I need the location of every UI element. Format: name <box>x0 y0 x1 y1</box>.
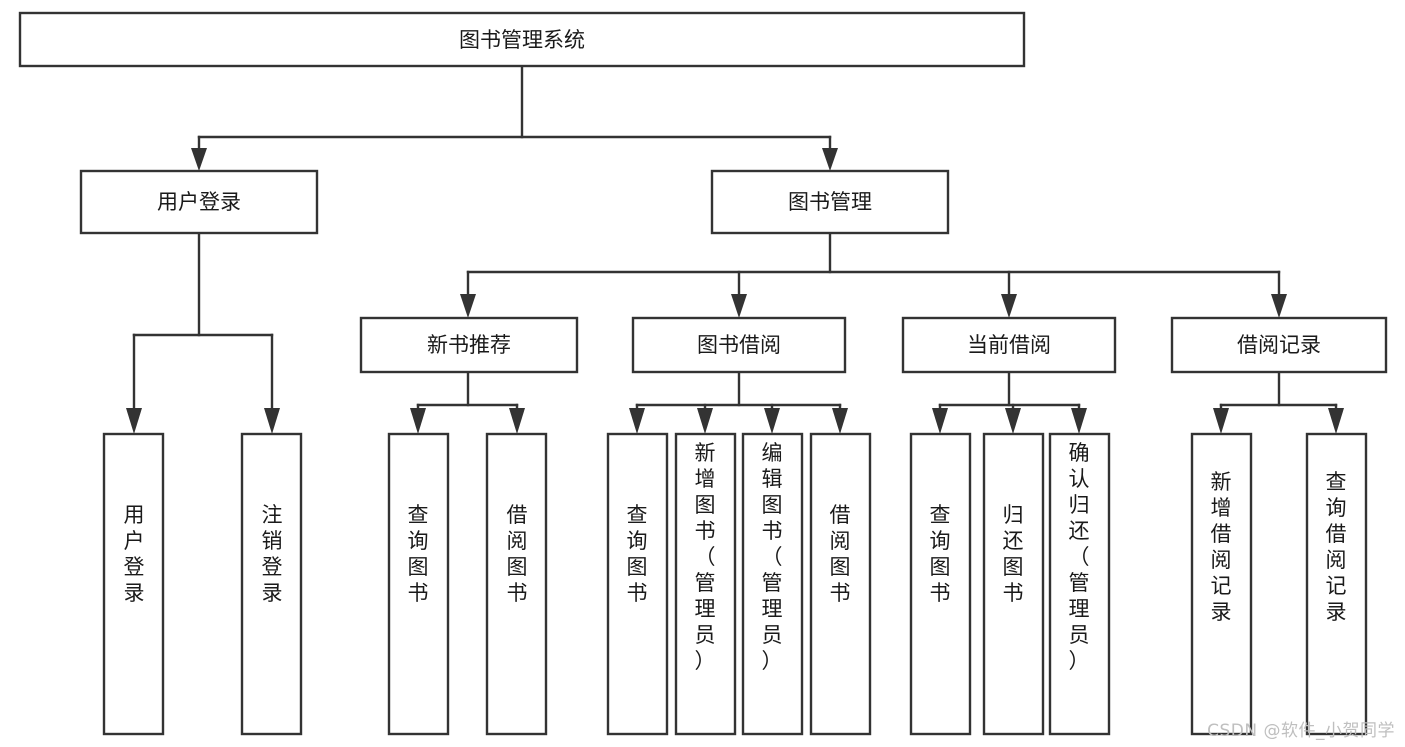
node-leaf-edit-book-admin-box <box>741 432 804 736</box>
node-borrow-record-box <box>1170 316 1388 374</box>
connector-layer <box>126 64 1344 434</box>
node-current-borrow-label: 当前借阅 <box>967 333 1051 357</box>
node-leaf-edit-book-admin[interactable]: 编辑图书（管理员） <box>741 432 804 736</box>
node-current-borrow-box <box>901 316 1117 374</box>
node-leaf-user-login-box <box>102 432 165 736</box>
arrowhead-borrowrecord-leaf2 <box>1328 408 1344 434</box>
arrowhead-bookborrow-leaf1 <box>629 408 645 434</box>
node-leaf-add-borrow-record-box <box>1190 432 1253 736</box>
arrowhead-root-to-user-login <box>191 148 207 171</box>
node-leaf-borrow-book-label: 借阅图书 <box>830 503 851 605</box>
node-root-label: 图书管理系统 <box>459 28 585 52</box>
node-book-manage-box <box>710 169 950 235</box>
node-leaf-borrow-book-rec-box <box>485 432 548 736</box>
node-leaf-return-book-box <box>982 432 1045 736</box>
node-leaf-query-borrow-record[interactable]: 查询借阅记录 <box>1305 432 1368 736</box>
arrowhead-bm-currentborrow <box>1001 294 1017 318</box>
node-borrow-record-label: 借阅记录 <box>1237 333 1321 357</box>
node-leaf-query-book-cur-label: 查询图书 <box>930 503 951 605</box>
node-leaf-query-book-rec-label: 查询图书 <box>408 503 429 605</box>
node-leaf-query-book-borrow[interactable]: 查询图书 <box>606 432 669 736</box>
node-leaf-query-book-rec[interactable]: 查询图书 <box>387 432 450 736</box>
arrowhead-newbook-leaf2 <box>509 408 525 434</box>
node-leaf-logout-label: 注销登录 <box>262 503 283 605</box>
node-leaf-confirm-return-admin-box <box>1048 432 1111 736</box>
node-leaf-confirm-return-admin[interactable]: 确认归还（管理员） <box>1048 432 1111 736</box>
arrowhead-bm-borrowrecord <box>1271 294 1287 318</box>
node-borrow-record[interactable]: 借阅记录 <box>1170 316 1388 374</box>
arrowhead-user-login-leaf2 <box>264 408 280 434</box>
node-leaf-query-borrow-record-box <box>1305 432 1368 736</box>
node-book-borrow[interactable]: 图书借阅 <box>631 316 847 374</box>
node-leaf-return-book[interactable]: 归还图书 <box>982 432 1045 736</box>
node-leaf-add-borrow-record-label: 新增借阅记录 <box>1211 470 1232 624</box>
node-book-borrow-box <box>631 316 847 374</box>
node-leaf-user-login-label: 用户登录 <box>124 503 145 605</box>
node-new-book-recommend[interactable]: 新书推荐 <box>359 316 579 374</box>
node-leaf-query-book-rec-box <box>387 432 450 736</box>
node-user-login[interactable]: 用户登录 <box>79 169 319 235</box>
arrowhead-currentborrow-leaf3 <box>1071 408 1087 434</box>
node-leaf-query-borrow-record-label: 查询借阅记录 <box>1326 470 1347 624</box>
node-new-book-recommend-box <box>359 316 579 374</box>
node-leaf-borrow-book-rec-label: 借阅图书 <box>507 503 528 605</box>
csdn-watermark: CSDN @软件_小贺同学 <box>1207 721 1395 741</box>
arrowhead-borrowrecord-leaf1 <box>1213 408 1229 434</box>
node-leaf-confirm-return-admin-label: 确认归还（管理员） <box>1069 441 1090 673</box>
node-leaf-add-book-admin-label: 新增图书（管理员） <box>695 441 716 673</box>
arrowhead-root-to-book-manage <box>822 148 838 171</box>
node-leaf-logout-box <box>240 432 303 736</box>
arrowhead-bm-bookborrow <box>731 294 747 318</box>
arrowhead-currentborrow-leaf1 <box>932 408 948 434</box>
arrowhead-user-login-leaf1 <box>126 408 142 434</box>
arrowhead-currentborrow-leaf2 <box>1005 408 1021 434</box>
node-leaf-query-book-cur[interactable]: 查询图书 <box>909 432 972 736</box>
node-leaf-return-book-label: 归还图书 <box>1003 503 1024 605</box>
arrowhead-newbook-leaf1 <box>410 408 426 434</box>
node-current-borrow[interactable]: 当前借阅 <box>901 316 1117 374</box>
node-leaf-add-book-admin[interactable]: 新增图书（管理员） <box>674 432 737 736</box>
node-leaf-logout[interactable]: 注销登录 <box>240 432 303 736</box>
node-leaf-user-login[interactable]: 用户登录 <box>102 432 165 736</box>
node-leaf-edit-book-admin-label: 编辑图书（管理员） <box>762 441 783 673</box>
arrowhead-bookborrow-leaf3 <box>764 408 780 434</box>
node-root[interactable]: 图书管理系统 <box>18 11 1026 68</box>
node-leaf-borrow-book-box <box>809 432 872 736</box>
arrowhead-bm-newbook <box>460 294 476 318</box>
node-book-manage-label: 图书管理 <box>788 190 872 214</box>
node-book-borrow-label: 图书借阅 <box>697 333 781 357</box>
node-leaf-add-book-admin-box <box>674 432 737 736</box>
node-leaf-borrow-book[interactable]: 借阅图书 <box>809 432 872 736</box>
node-user-login-box <box>79 169 319 235</box>
node-root-box <box>18 11 1026 68</box>
node-leaf-query-book-cur-box <box>909 432 972 736</box>
node-leaf-query-book-borrow-box <box>606 432 669 736</box>
arrowhead-bookborrow-leaf2 <box>697 408 713 434</box>
node-leaf-borrow-book-rec[interactable]: 借阅图书 <box>485 432 548 736</box>
arrowhead-bookborrow-leaf4 <box>832 408 848 434</box>
node-book-manage[interactable]: 图书管理 <box>710 169 950 235</box>
node-leaf-query-book-borrow-label: 查询图书 <box>627 503 648 605</box>
node-leaf-add-borrow-record[interactable]: 新增借阅记录 <box>1190 432 1253 736</box>
node-new-book-recommend-label: 新书推荐 <box>427 333 511 357</box>
node-user-login-label: 用户登录 <box>157 190 241 214</box>
